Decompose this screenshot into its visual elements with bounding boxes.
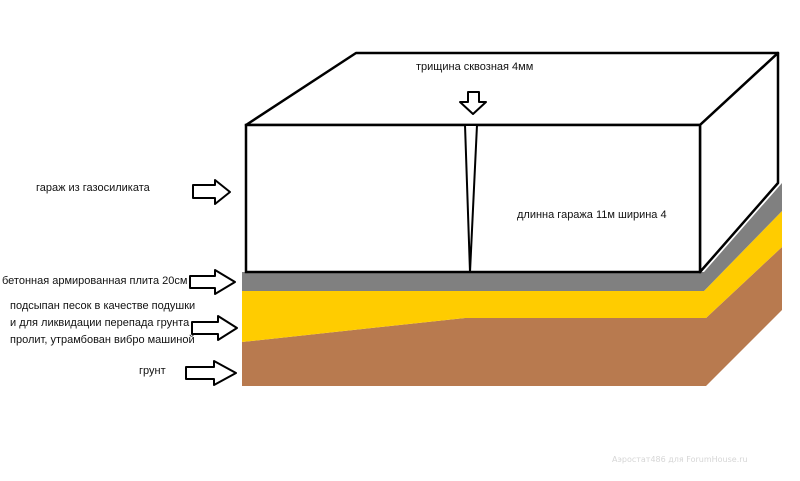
- crack-label: трищина сквозная 4мм: [416, 61, 534, 73]
- sand-label-line-2: и для ликвидации перепада грунта: [10, 317, 190, 329]
- dimensions-label: длинна гаража 11м ширина 4: [517, 209, 667, 221]
- concrete-slab: [242, 183, 782, 291]
- watermark: Аэростат486 для ForumHouse.ru: [612, 455, 748, 464]
- ground-pointer-arrow-icon: [185, 360, 237, 386]
- slab-pointer-arrow-icon: [189, 269, 236, 295]
- crack-line: [464, 124, 478, 273]
- sand-label-line-1: подсыпан песок в качестве подушки: [10, 300, 196, 312]
- garage-pointer-arrow-icon: [192, 179, 231, 205]
- crack-arrow-icon: [459, 91, 487, 115]
- sand-layer: [242, 211, 782, 342]
- slab-label: бетонная армированная плита 20см: [2, 275, 188, 287]
- sand-pointer-arrow-icon: [191, 315, 238, 341]
- ground-label: грунт: [139, 365, 166, 377]
- ground-layer: [242, 247, 782, 386]
- sand-label-line-3: пролит, утрамбован вибро машиной: [10, 334, 195, 346]
- garage-label: гараж из газосиликата: [36, 182, 150, 194]
